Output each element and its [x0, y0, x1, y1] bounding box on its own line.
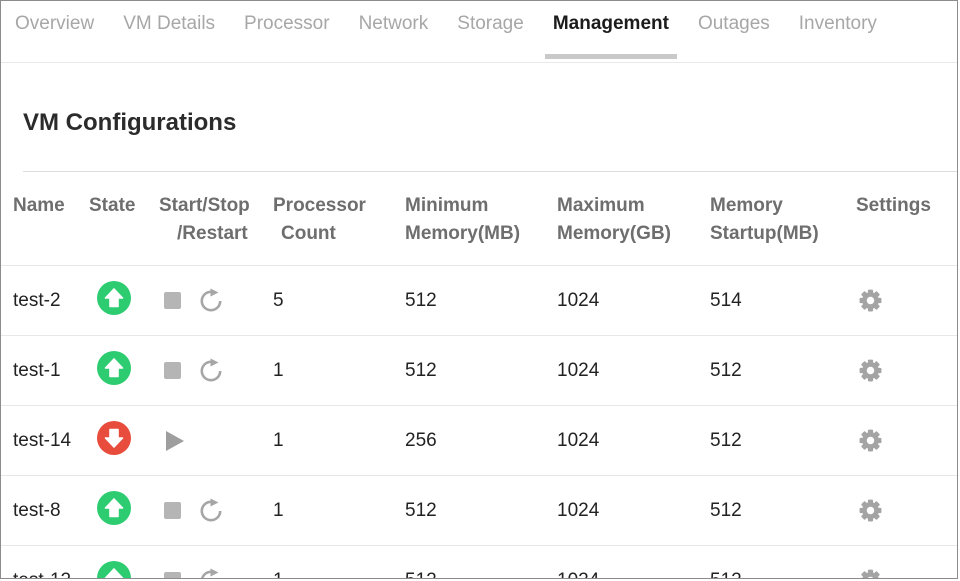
column-header: Start/Stop /Restart	[159, 195, 250, 245]
minimum-memory-cell: 512	[405, 570, 557, 578]
settings-cell	[856, 288, 957, 313]
vm-name: test-12	[13, 570, 89, 578]
arrow-up-circle-icon	[97, 280, 131, 315]
column-header: Maximum Memory(GB)	[557, 195, 672, 245]
arrow-up-circle-icon	[97, 560, 131, 578]
vm-state-cell	[89, 560, 159, 578]
tab-label: Overview	[15, 13, 95, 34]
tab-label: Outages	[697, 13, 770, 34]
maximum-memory-cell: 1024	[557, 289, 600, 311]
stop-icon[interactable]	[164, 572, 181, 578]
minimum-memory-cell: 512	[405, 359, 437, 381]
arrow-up-circle-icon	[97, 490, 131, 525]
tab-processor[interactable]: Processor	[244, 13, 330, 61]
gear-icon[interactable]	[858, 498, 883, 523]
tab-bar: Overview VM Details Processor Network St…	[1, 1, 957, 63]
processor-count-cell: 5	[273, 289, 284, 311]
vm-actions-cell	[159, 288, 273, 314]
memory-startup-cell: 512	[710, 359, 742, 381]
memory-startup-cell: 512	[710, 429, 742, 451]
stop-icon[interactable]	[164, 502, 181, 520]
column-header: Processor Count	[273, 195, 366, 245]
tab-storage[interactable]: Storage	[457, 13, 524, 61]
tab-label: Inventory	[798, 13, 877, 34]
vm-name: test-14	[13, 429, 72, 451]
maximum-memory-cell: 1024	[557, 570, 710, 578]
page-title: VM Configurations	[23, 109, 237, 137]
column-header: Settings	[856, 195, 931, 217]
settings-cell	[856, 498, 957, 523]
vm-name: test-2	[13, 289, 61, 311]
memory-startup-cell: 512	[710, 570, 856, 578]
tab-management[interactable]: Management	[544, 13, 678, 61]
processor-count-cell: 1	[273, 429, 284, 451]
processor-count-cell: 1	[273, 359, 284, 381]
processor-count-cell: 1	[273, 499, 284, 521]
vm-state-cell	[89, 280, 159, 321]
vm-state-cell	[89, 420, 159, 461]
table-row: test-14 1 256 1024 512	[1, 405, 957, 475]
tab-vm-details[interactable]: VM Details	[123, 13, 215, 61]
title-divider	[23, 171, 957, 173]
vm-name: test-8	[13, 499, 61, 521]
stop-icon[interactable]	[164, 292, 181, 310]
minimum-memory-cell: 256	[405, 429, 437, 451]
vm-actions-cell	[159, 568, 273, 578]
vm-actions-cell	[159, 498, 273, 524]
restart-icon[interactable]	[198, 288, 224, 314]
restart-icon[interactable]	[198, 358, 224, 384]
restart-icon[interactable]	[198, 568, 224, 578]
tab-label: VM Details	[123, 13, 216, 34]
tab-label: Management	[552, 13, 669, 34]
restart-icon[interactable]	[198, 498, 224, 524]
column-header: State	[89, 195, 136, 217]
tab-outages[interactable]: Outages	[698, 13, 770, 61]
maximum-memory-cell: 1024	[557, 429, 600, 451]
memory-startup-cell: 512	[710, 499, 742, 521]
table-row: test-8 1 512 1024 512	[1, 475, 957, 545]
tab-overview[interactable]: Overview	[15, 13, 94, 61]
gear-icon[interactable]	[858, 288, 883, 313]
memory-startup-cell: 514	[710, 289, 742, 311]
gear-icon[interactable]	[858, 568, 883, 578]
tab-label: Storage	[457, 13, 524, 34]
arrow-down-circle-icon	[97, 420, 131, 455]
vm-state-cell	[89, 490, 159, 531]
tab-inventory[interactable]: Inventory	[799, 13, 877, 61]
settings-cell	[856, 428, 957, 453]
arrow-up-circle-icon	[97, 350, 131, 385]
gear-icon[interactable]	[858, 428, 883, 453]
table-header-row: Name State Start/Stop /Restart Processor…	[1, 172, 957, 265]
gear-icon[interactable]	[858, 358, 883, 383]
vm-name: test-1	[13, 359, 61, 381]
tab-label: Processor	[244, 13, 330, 34]
table-row: test-12 1 512 1024 512	[1, 545, 957, 578]
table-row: test-2 5 512 1024 514	[1, 265, 957, 335]
settings-cell	[856, 568, 957, 578]
column-header: Memory Startup(MB)	[710, 195, 819, 245]
column-header: Minimum Memory(MB)	[405, 195, 521, 245]
settings-cell	[856, 358, 957, 383]
maximum-memory-cell: 1024	[557, 359, 600, 381]
stop-icon[interactable]	[164, 362, 181, 380]
vm-state-cell	[89, 350, 159, 391]
vm-actions-cell	[159, 358, 273, 384]
table-row: test-1 1 512 1024 512	[1, 335, 957, 405]
play-icon[interactable]	[164, 429, 186, 453]
minimum-memory-cell: 512	[405, 499, 437, 521]
tab-network[interactable]: Network	[359, 13, 429, 61]
column-header: Name	[13, 195, 65, 217]
tab-label: Network	[358, 13, 429, 34]
table-body: test-2 5 512 1024 514	[1, 265, 957, 578]
processor-count-cell: 1	[273, 570, 405, 578]
vm-actions-cell	[159, 429, 273, 453]
maximum-memory-cell: 1024	[557, 499, 600, 521]
minimum-memory-cell: 512	[405, 289, 437, 311]
